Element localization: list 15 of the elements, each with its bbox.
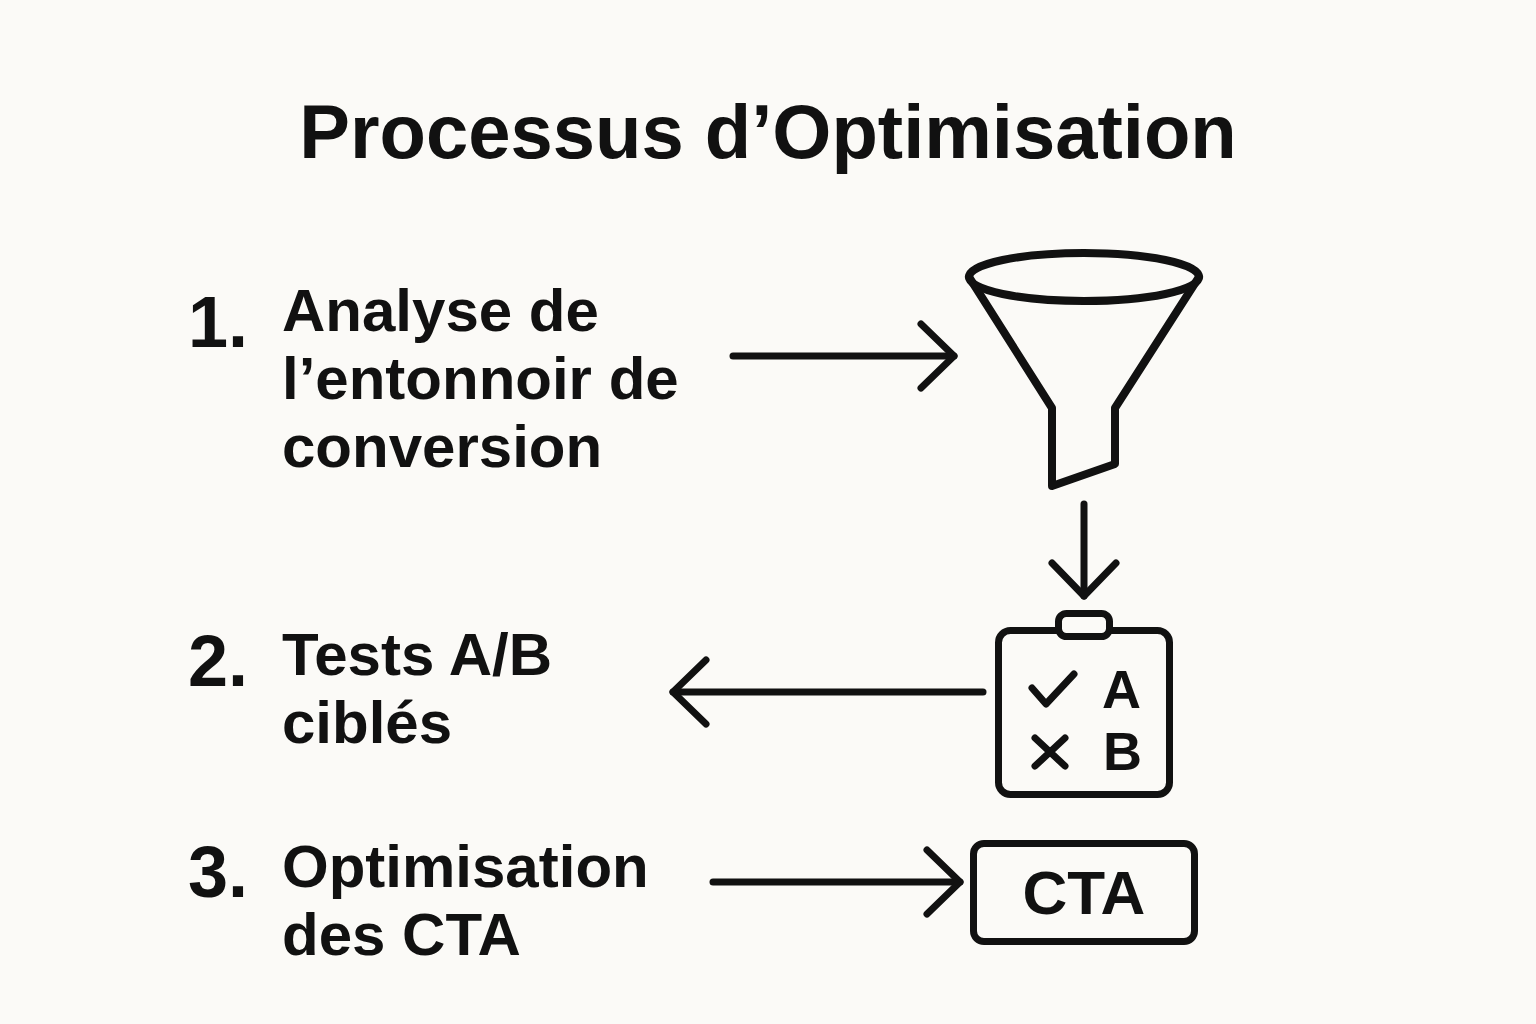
cta-button: CTA <box>970 840 1198 945</box>
step-text: Analyse de l’entonnoir de conversion <box>282 277 680 481</box>
step-text: Tests A/B ciblés <box>282 621 554 757</box>
step-number: 2. <box>188 621 249 701</box>
option-letter: B <box>1103 720 1142 782</box>
title: Processus d’Optimisation <box>299 88 1237 176</box>
arrow <box>669 656 987 728</box>
arrow <box>1048 500 1120 600</box>
option-letter: A <box>1102 658 1141 720</box>
step-number: 1. <box>188 282 249 362</box>
step-text: Optimisation des CTA <box>282 833 650 969</box>
funnel-drawing <box>962 246 1206 490</box>
arrow <box>709 846 964 918</box>
step-number: 3. <box>188 832 249 912</box>
arrow <box>729 320 958 392</box>
